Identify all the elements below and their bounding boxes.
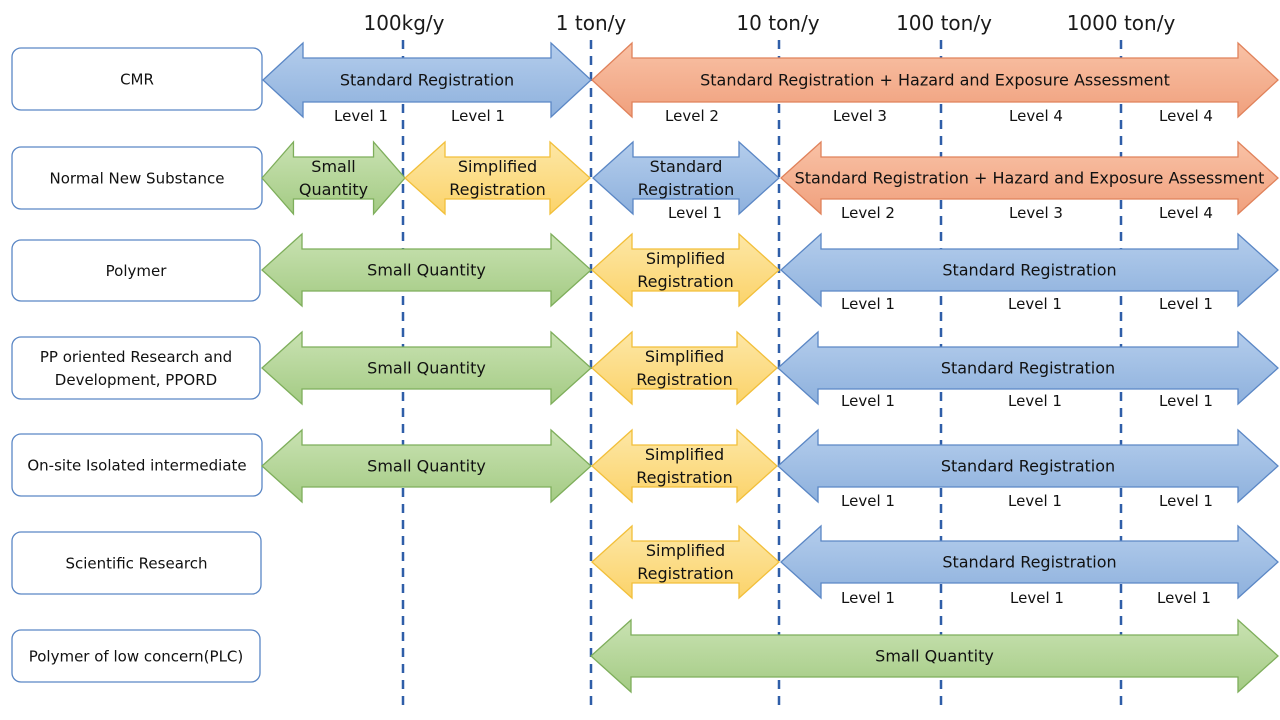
- green-range-arrow: [261, 428, 592, 504]
- arrow-label: Standard Registration: [340, 71, 514, 90]
- blue-range-arrow: [777, 428, 1279, 504]
- category-box: [11, 531, 262, 595]
- level-label: Level 1: [1010, 589, 1064, 607]
- yellow-range-arrow: [591, 428, 778, 504]
- green-range-arrow: [261, 330, 592, 406]
- level-label: Level 1: [1008, 295, 1062, 313]
- arrow-label: Standard Registration: [942, 261, 1116, 280]
- level-label: Level 2: [665, 107, 719, 125]
- threshold-label: 1000 ton/y: [1067, 11, 1176, 35]
- yellow-range-arrow: [591, 232, 780, 308]
- level-label: Level 1: [1157, 589, 1211, 607]
- arrow-label: Standard Registration + Hazard and Expos…: [795, 169, 1265, 188]
- yellow-range-arrow: [404, 140, 591, 216]
- level-label: Level 4: [1009, 107, 1063, 125]
- category-label: Normal New Substance: [50, 170, 225, 188]
- level-label: Level 1: [841, 589, 895, 607]
- category-box: [11, 239, 261, 302]
- level-label: Level 1: [334, 107, 388, 125]
- category-box: [11, 433, 263, 497]
- level-label: Level 1: [668, 204, 722, 222]
- category-label: Polymer of low concern(PLC): [29, 648, 244, 666]
- level-label: Level 1: [1008, 392, 1062, 410]
- blue-range-arrow: [780, 524, 1279, 600]
- level-label: Level 1: [1008, 492, 1062, 510]
- category-box: [11, 336, 261, 400]
- arrow-label: Small Quantity: [367, 457, 486, 476]
- level-label: Level 3: [833, 107, 887, 125]
- level-label: Level 1: [451, 107, 505, 125]
- level-label: Level 3: [1009, 204, 1063, 222]
- level-label: Level 4: [1159, 107, 1213, 125]
- arrow-label: Small Quantity: [875, 647, 994, 666]
- arrow-label: Standard Registration: [941, 359, 1115, 378]
- level-label: Level 1: [841, 492, 895, 510]
- level-label: Level 1: [1159, 392, 1213, 410]
- blue-range-arrow: [262, 41, 592, 119]
- category-label: CMR: [120, 71, 154, 89]
- level-label: Level 1: [841, 392, 895, 410]
- green-range-arrow: [261, 232, 592, 308]
- level-label: Level 2: [841, 204, 895, 222]
- arrow-label: Standard Registration + Hazard and Expos…: [700, 71, 1170, 90]
- arrow-label: Standard Registration: [942, 553, 1116, 572]
- category-label: On-site Isolated intermediate: [27, 457, 246, 475]
- green-range-arrow: [590, 618, 1279, 694]
- category-box: [11, 629, 261, 683]
- level-label: Level 1: [1159, 492, 1213, 510]
- arrow-label: Small Quantity: [367, 261, 486, 280]
- yellow-range-arrow: [591, 330, 778, 406]
- category-label: Scientific Research: [66, 555, 208, 573]
- level-label: Level 1: [1159, 295, 1213, 313]
- threshold-label: 100kg/y: [363, 11, 444, 35]
- level-label: Level 1: [841, 295, 895, 313]
- category-box: [11, 47, 263, 111]
- blue-range-arrow: [780, 232, 1279, 308]
- level-label: Level 4: [1159, 204, 1213, 222]
- blue-range-arrow: [777, 330, 1279, 406]
- arrow-label: Standard Registration: [941, 457, 1115, 476]
- arrow-label: Small Quantity: [367, 359, 486, 378]
- blue-range-arrow: [592, 140, 780, 216]
- threshold-label: 10 ton/y: [736, 11, 819, 35]
- orange-range-arrow: [591, 41, 1279, 119]
- threshold-label: 1 ton/y: [556, 11, 627, 35]
- yellow-range-arrow: [591, 524, 780, 600]
- orange-range-arrow: [780, 140, 1279, 216]
- green-range-arrow: [261, 140, 406, 216]
- category-label: Polymer: [106, 262, 168, 280]
- threshold-label: 100 ton/y: [896, 11, 992, 35]
